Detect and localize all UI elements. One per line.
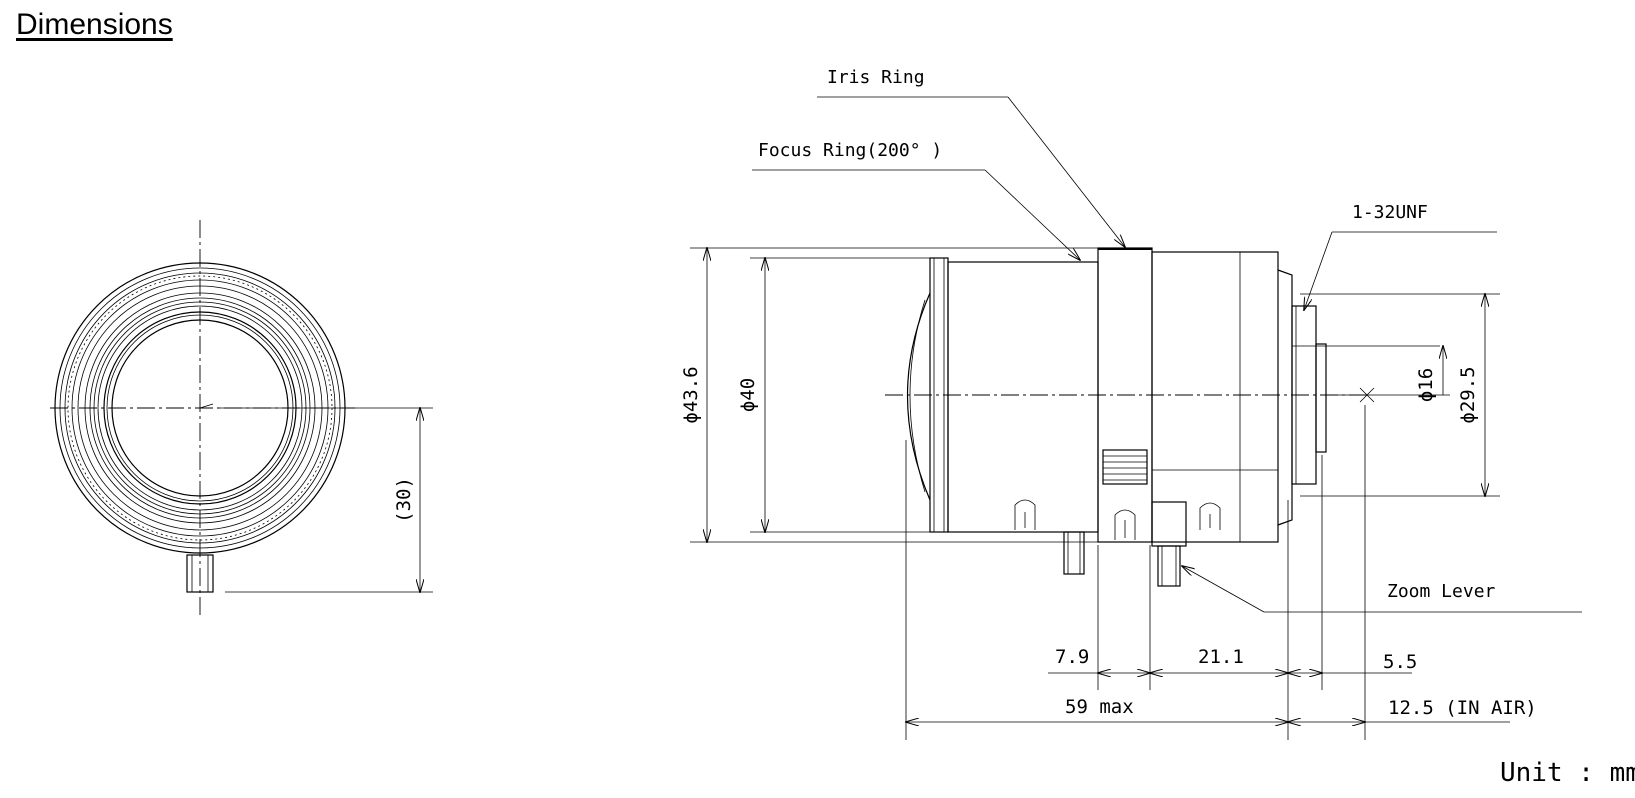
dia-43-6-dim: ϕ43.6	[680, 366, 702, 423]
len-7-9-dim: 7.9	[1055, 646, 1089, 668]
horizontal-dimensions: 7.9 21.1 5.5 59 max 12.5 (IN AIR)	[906, 405, 1537, 740]
zoom-lever-label: Zoom Lever	[1387, 581, 1496, 602]
dia-16-dim: ϕ16	[1415, 368, 1437, 402]
side-view	[885, 247, 1440, 587]
len-12-5-dim: 12.5 (IN AIR)	[1388, 697, 1537, 719]
iris-ring-label: Iris Ring	[827, 67, 925, 88]
callouts: Iris Ring Focus Ring(200° ) 1-32UNF Zoom…	[752, 67, 1582, 613]
front-height-dim: (30)	[393, 477, 415, 523]
thread-label: 1-32UNF	[1352, 202, 1428, 223]
dia-40-dim: ϕ40	[737, 378, 759, 412]
dia-29-5-dim: ϕ29.5	[1457, 366, 1479, 423]
front-view: (30)	[50, 220, 433, 615]
unit-label: Unit : mm	[1500, 758, 1635, 788]
len-21-1-dim: 21.1	[1198, 646, 1244, 668]
len-59-dim: 59 max	[1065, 696, 1134, 718]
page-title: Dimensions	[16, 8, 173, 41]
len-5-5-dim: 5.5	[1383, 651, 1417, 673]
vertical-dimensions: ϕ43.6 ϕ40 ϕ16 ϕ29.5	[680, 248, 1500, 542]
focus-ring-label: Focus Ring(200° )	[758, 140, 942, 161]
